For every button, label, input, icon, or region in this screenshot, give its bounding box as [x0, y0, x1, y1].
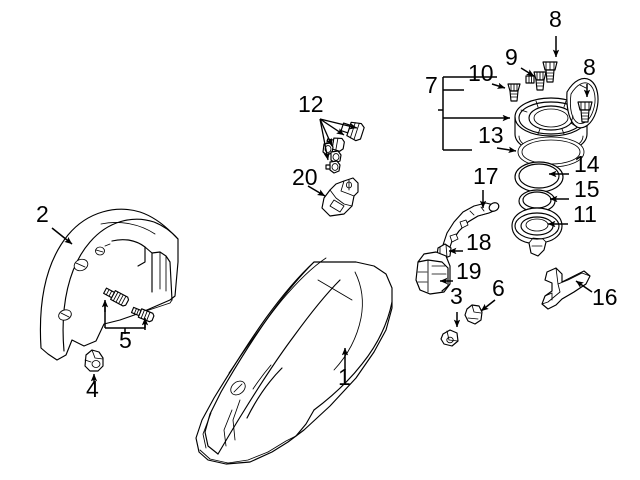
- leader-2: [51, 227, 73, 245]
- callout-9: 9: [505, 44, 518, 70]
- leader-13: [496, 146, 517, 154]
- leader-10: [491, 82, 506, 89]
- callout-7: 7: [425, 72, 438, 98]
- callout-6: 6: [492, 275, 505, 301]
- callout-14: 14: [574, 151, 600, 177]
- leader-5: [101, 299, 149, 334]
- callout-8-upper: 8: [549, 6, 562, 32]
- leader-20: [307, 185, 326, 197]
- callout-15: 15: [574, 176, 600, 202]
- callout-17: 17: [473, 163, 499, 189]
- part-screw-9: [525, 71, 547, 91]
- callout-20: 20: [292, 164, 318, 190]
- part-release-actuator: [415, 251, 451, 295]
- part-screw-8b: [577, 101, 593, 123]
- leader-16: [575, 280, 593, 293]
- callout-19: 19: [456, 258, 482, 284]
- callout-12: 12: [298, 91, 324, 117]
- callout-4: 4: [86, 376, 99, 402]
- callout-2: 2: [36, 201, 49, 227]
- part-retainer-clip: [84, 349, 104, 372]
- callout-1: 1: [338, 364, 351, 390]
- callout-5: 5: [119, 327, 132, 353]
- callout-18: 18: [466, 229, 492, 255]
- part-seal-ring-large: [514, 161, 564, 193]
- part-reinforcement-bracket: [541, 267, 591, 310]
- leader-6: [480, 299, 496, 312]
- part-wheel-house-liner: [39, 208, 179, 361]
- callout-11: 11: [573, 201, 597, 227]
- part-screw-10: [507, 83, 521, 102]
- callout-13: 13: [478, 122, 504, 148]
- callout-10: 10: [468, 60, 494, 86]
- callout-16: 16: [592, 284, 618, 310]
- part-screw-8a: [542, 61, 558, 83]
- leader-9: [520, 67, 535, 77]
- callout-3: 3: [450, 283, 463, 309]
- part-clip-set: [319, 118, 365, 174]
- part-clip-small: [440, 329, 459, 347]
- part-grommet-clip: [464, 304, 483, 325]
- leader-7: [438, 76, 511, 151]
- part-release-cable: [442, 202, 500, 251]
- part-quarter-panel: [195, 257, 393, 465]
- part-striker-latch: [321, 177, 359, 217]
- callout-8-right: 8: [583, 54, 596, 80]
- part-fuel-filler-neck: [511, 207, 563, 257]
